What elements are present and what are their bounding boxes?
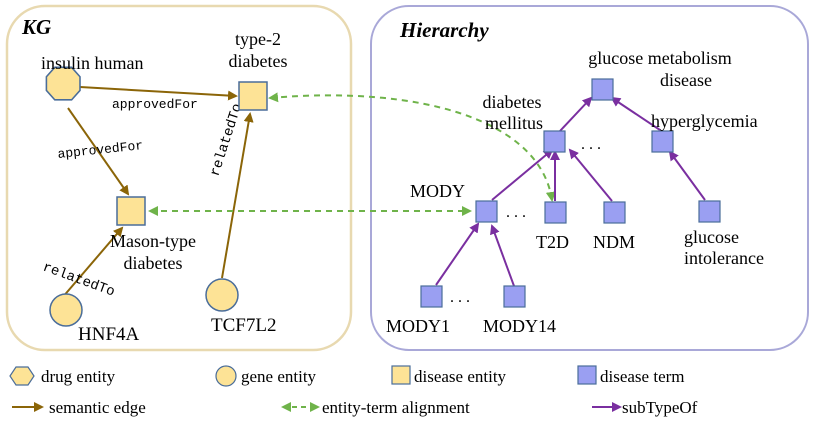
subtype-hyper-gmd: [610, 96, 661, 131]
term-gmd: [591, 78, 614, 101]
edge-insulin-mason: [67, 107, 130, 196]
legend-disease-entity-label: disease entity: [414, 367, 507, 386]
label-hnf4a: HNF4A: [78, 324, 140, 345]
term-mody: [475, 200, 498, 223]
label-ndm: NDM: [593, 232, 635, 252]
label-mody1: MODY1: [386, 316, 450, 336]
term-diabetes-mellitus: [543, 130, 566, 153]
subtype-gi-hyper: [668, 150, 706, 201]
legend-disease-term-label: disease term: [600, 367, 685, 386]
legend-subtype-label: subTypeOf: [622, 398, 698, 417]
term-hyperglycemia: [651, 130, 674, 153]
alignment-t2d-entity-term: [268, 92, 556, 202]
label-term-t2d: T2D: [536, 232, 569, 252]
label-gmd-line1: glucose metabolism: [588, 48, 731, 68]
edge-hnf4a-mason: [61, 226, 124, 299]
label-mason-line2: diabetes: [124, 253, 183, 273]
subtype-dm-gmd: [559, 96, 593, 132]
label-t2d-line1: type-2: [235, 29, 281, 49]
term-ndm: [603, 201, 626, 224]
ellipsis-mody-subtypes: . . .: [450, 289, 470, 306]
ellipsis-mody-siblings: . . .: [506, 204, 526, 221]
label-hyperglycemia: hyperglycemia: [651, 111, 758, 131]
disease-entity-mason: [116, 196, 146, 226]
label-gi-line1: glucose: [684, 227, 739, 247]
subtype-mody14-mody: [490, 224, 515, 287]
label-gmd-line2: disease: [660, 70, 712, 90]
label-tcf7l2: TCF7L2: [211, 315, 276, 336]
legend-disease-term-icon: [577, 365, 597, 385]
gene-circle-tcf7l2: [205, 278, 239, 312]
label-mody: MODY: [410, 181, 465, 201]
subtype-ndm-dm: [568, 148, 613, 202]
label-mody14: MODY14: [483, 316, 556, 336]
edge-insulin-t2d: [79, 86, 238, 101]
legend-semantic-label: semantic edge: [49, 398, 146, 417]
label-t2d-line2: diabetes: [229, 51, 288, 71]
legend-drug-hexagon-icon: [9, 366, 35, 386]
legend-gene-circle-icon: [215, 365, 237, 387]
subtype-mody-dm: [491, 148, 554, 201]
edge-tcf7l2-t2d: [221, 112, 254, 279]
ellipsis-dm-children: . . .: [581, 136, 601, 153]
term-t2d: [544, 201, 567, 224]
label-insulin-human: insulin human: [41, 53, 144, 73]
legend-disease-entity-icon: [391, 365, 411, 385]
term-mody1: [420, 285, 443, 308]
legend-gene-label: gene entity: [241, 367, 317, 386]
edge-label-approved-1: approvedFor: [112, 97, 198, 112]
label-gi-line2: intolerance: [684, 248, 764, 268]
subtype-mody1-mody: [435, 222, 480, 286]
label-mason-line1: Mason-type: [110, 231, 196, 251]
label-dm-line2: mellitus: [485, 113, 543, 133]
legend-alignment-label: entity-term alignment: [322, 398, 470, 417]
legend-drug-label: drug entity: [41, 367, 116, 386]
hierarchy-panel-title: Hierarchy: [399, 18, 489, 42]
label-dm-line1: diabetes: [483, 92, 542, 112]
disease-entity-t2d: [238, 81, 268, 111]
term-mody14: [503, 285, 526, 308]
gene-circle-hnf4a: [49, 293, 83, 327]
term-glucose-intolerance: [698, 200, 721, 223]
kg-panel-title: KG: [21, 15, 51, 39]
drug-hexagon-insulin: [45, 66, 81, 101]
